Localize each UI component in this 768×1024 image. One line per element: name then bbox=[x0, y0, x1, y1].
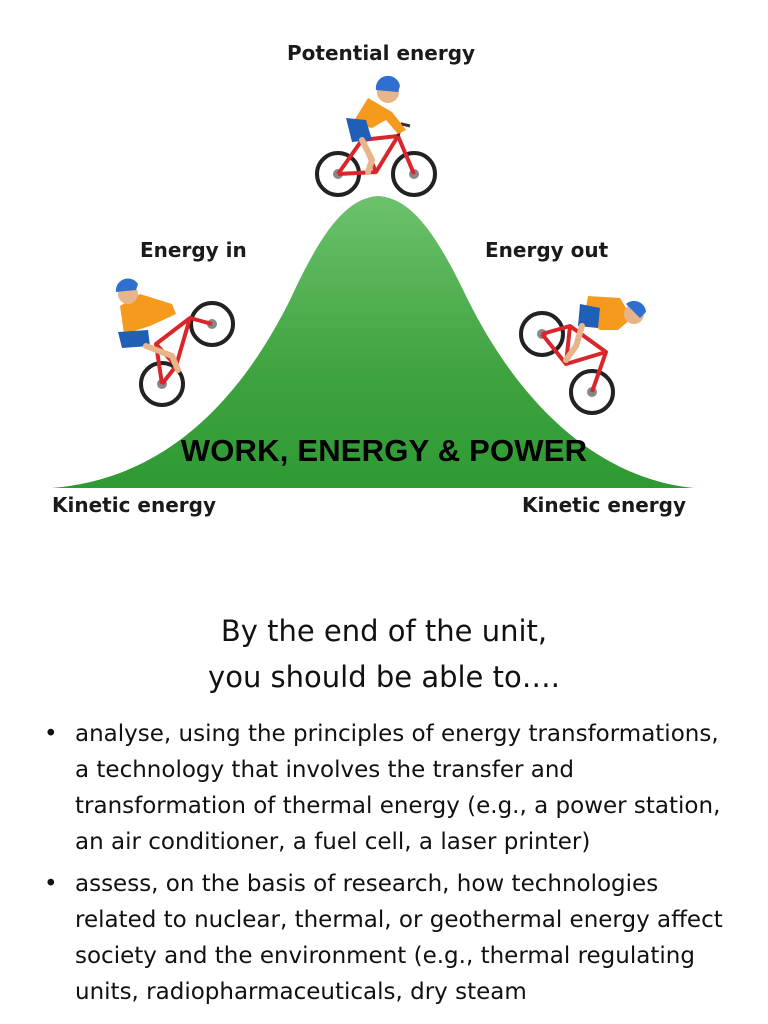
list-item: • assess, on the basis of research, how … bbox=[44, 866, 734, 1010]
slide-subtitle: By the end of the unit, you should be ab… bbox=[0, 608, 768, 700]
kinetic-energy-left-label: Kinetic energy bbox=[52, 493, 216, 517]
energy-hill-illustration bbox=[52, 75, 694, 488]
objective-text: assess, on the basis of research, how te… bbox=[75, 871, 723, 1005]
subtitle-line-2: you should be able to…. bbox=[208, 660, 560, 694]
kinetic-energy-right-label: Kinetic energy bbox=[522, 493, 686, 517]
cyclist-left-icon bbox=[115, 278, 235, 407]
cyclist-top-icon bbox=[315, 75, 437, 197]
energy-hill-figure: Potential energy Energy in Energy out Ki… bbox=[52, 41, 694, 517]
green-hill bbox=[52, 196, 694, 488]
potential-energy-label: Potential energy bbox=[287, 41, 476, 65]
objective-text: analyse, using the principles of energy … bbox=[75, 721, 721, 855]
bullet-icon: • bbox=[44, 721, 58, 747]
energy-out-label: Energy out bbox=[485, 238, 609, 262]
cyclist-right-icon bbox=[519, 296, 646, 415]
slide-title: WORK, ENERGY & POWER bbox=[180, 433, 588, 468]
energy-in-label: Energy in bbox=[140, 238, 247, 262]
objectives-list: • analyse, using the principles of energ… bbox=[44, 716, 734, 1016]
subtitle-line-1: By the end of the unit, bbox=[220, 614, 548, 648]
bullet-icon: • bbox=[44, 871, 58, 897]
list-item: • analyse, using the principles of energ… bbox=[44, 716, 734, 860]
